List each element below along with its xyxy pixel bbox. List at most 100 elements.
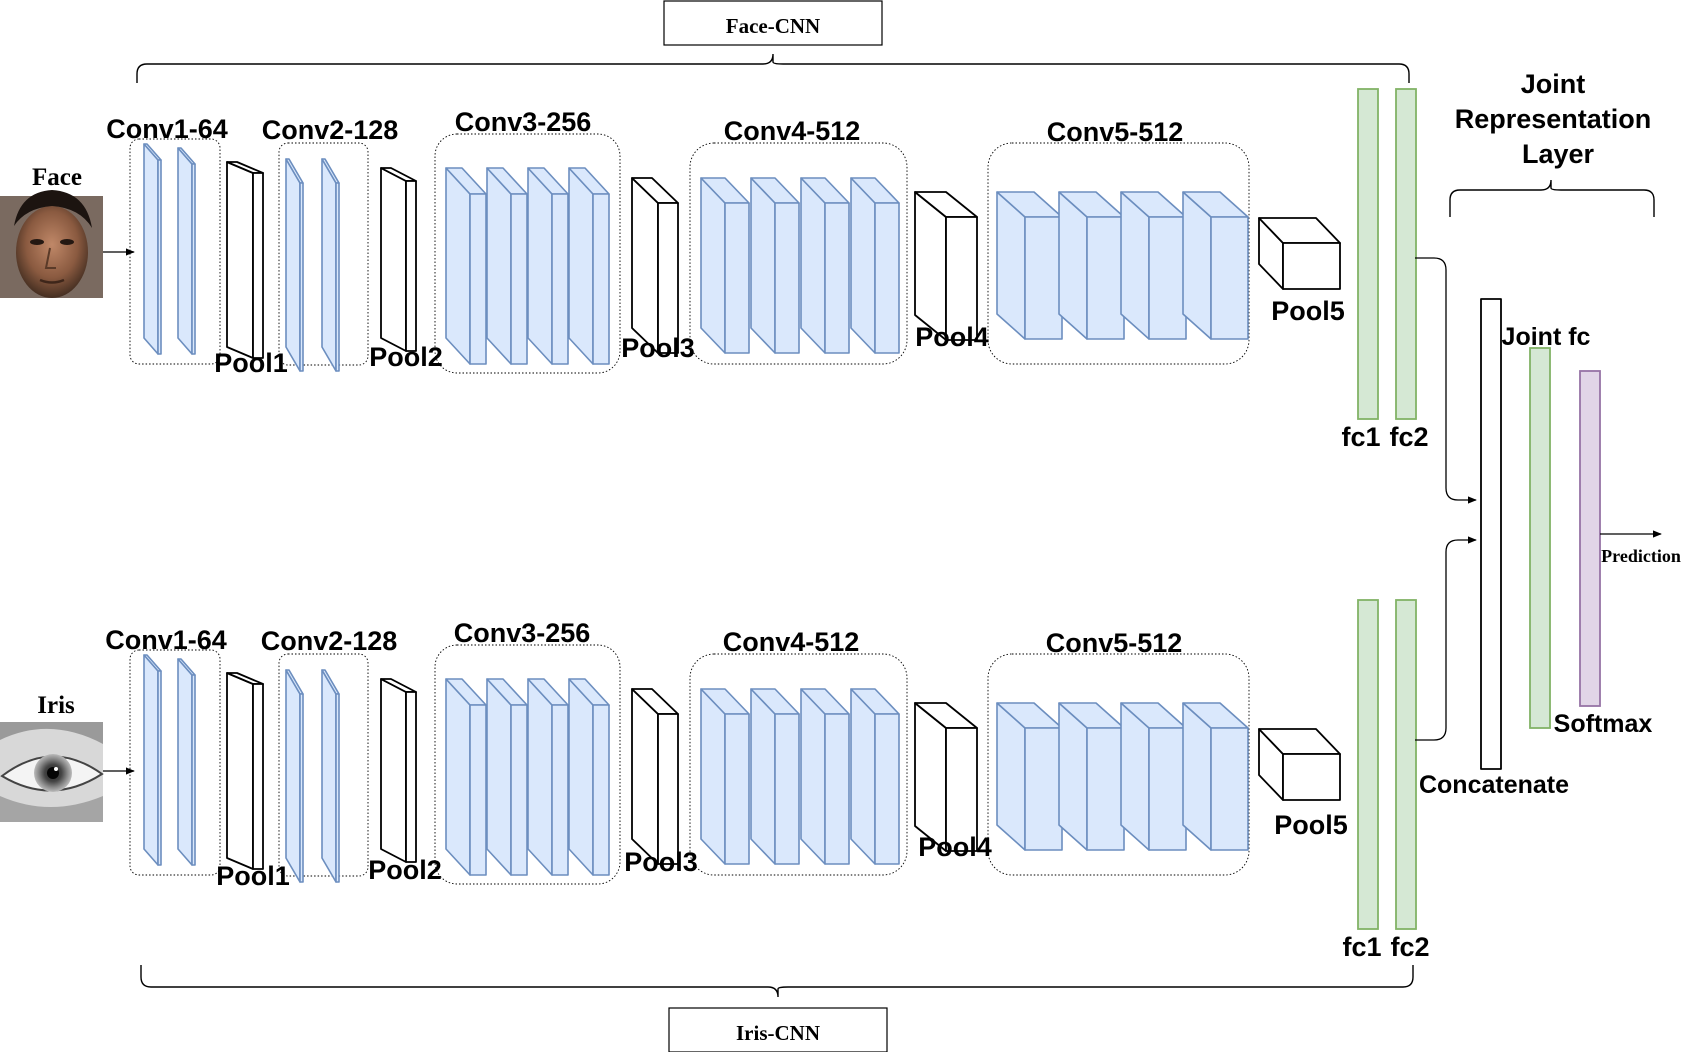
face-pool4-label: Pool4 [915, 322, 989, 352]
face-conv4-block-4 [850, 177, 900, 354]
iris-conv3-block-2 [486, 678, 528, 876]
face-conv3-block-4 [568, 167, 610, 365]
iris-cnn-label: Iris-CNN [736, 1021, 820, 1045]
face-fc2-label: fc2 [1389, 422, 1428, 452]
iris-conv2-sheet-1 [285, 669, 304, 883]
concatenate-label: Concatenate [1419, 771, 1569, 799]
iris-conv5-block-4 [1182, 702, 1249, 851]
face-conv1-sheet-1 [143, 143, 162, 355]
iris-pool2-block [380, 678, 417, 863]
face-pool5-block [1258, 217, 1341, 290]
iris-layer-blocks [143, 599, 1417, 930]
iris-pool3-label: Pool3 [624, 847, 698, 877]
iris-layer-labels: Conv1-64 Conv2-128 Conv3-256 Conv4-512 C… [105, 618, 1429, 962]
concatenate-layer [1480, 298, 1502, 770]
face-conv4-block-3 [800, 177, 850, 354]
iris-conv4-block-1 [700, 688, 750, 865]
joint-title-line2: Representation [1455, 104, 1652, 134]
iris-photo [0, 722, 104, 822]
iris-cnn-header: Iris-CNN [140, 965, 1414, 1052]
iris-conv4-block-3 [800, 688, 850, 865]
iris-conv4-block-2 [750, 688, 800, 865]
face-cnn-header: Face-CNN [136, 0, 1410, 83]
iris-conv3-block-1 [445, 678, 487, 876]
face-conv1-sheet-2 [177, 147, 196, 355]
face-conv3-label: Conv3-256 [455, 107, 592, 137]
iris-fc1-label: fc1 [1342, 932, 1381, 962]
iris-pool3-block [631, 688, 679, 865]
face-conv1-label: Conv1-64 [106, 114, 228, 144]
iris-pool4-label: Pool4 [918, 832, 992, 862]
iris-conv4-label: Conv4-512 [723, 627, 860, 657]
joint-title-line1: Joint [1521, 69, 1586, 99]
face-pool1-label: Pool1 [214, 348, 288, 378]
prediction-label: Prediction [1601, 546, 1681, 566]
joint-brace [1449, 179, 1655, 217]
iris-conv3-block-4 [568, 678, 610, 876]
face-pool5-label: Pool5 [1271, 296, 1345, 326]
iris-conv2-sheet-2 [321, 669, 340, 883]
iris-pool5-label: Pool5 [1274, 810, 1348, 840]
face-conv3-block-2 [486, 167, 528, 365]
softmax-label: Softmax [1554, 710, 1653, 738]
iris-input: Iris [0, 692, 135, 822]
face-input: Face [0, 164, 135, 298]
face-fc1-label: fc1 [1341, 422, 1380, 452]
face-conv5-block-3 [1120, 191, 1187, 340]
iris-input-label: Iris [37, 692, 75, 719]
face-group-outlines [129, 133, 1250, 374]
face-conv4-block-2 [750, 177, 800, 354]
face-conv5-label: Conv5-512 [1047, 117, 1184, 147]
face-conv3-block-3 [527, 167, 569, 365]
face-cnn-label: Face-CNN [726, 14, 820, 38]
iris-cnn-brace [140, 965, 1414, 998]
iris-pool4-block [914, 702, 978, 852]
face-layer-labels: Conv1-64 Conv2-128 Conv3-256 Conv4-512 C… [106, 107, 1428, 452]
face-conv5-block-4 [1182, 191, 1249, 340]
iris-conv3-label: Conv3-256 [454, 618, 591, 648]
face-conv3-block-1 [445, 167, 487, 365]
iris-conv5-block-2 [1058, 702, 1125, 851]
joint-representation: Joint Representation Layer Joint fc Soft… [1415, 69, 1681, 799]
iris-conv1-sheet-2 [177, 658, 196, 866]
iris-conv5-label: Conv5-512 [1046, 628, 1183, 658]
face-conv4-block-1 [700, 177, 750, 354]
iris-conv4-block-4 [850, 688, 900, 865]
softmax-layer [1579, 370, 1601, 707]
face-conv4-label: Conv4-512 [724, 116, 861, 146]
joint-fc-label: Joint fc [1502, 323, 1591, 351]
face-conv5-block-2 [1058, 191, 1125, 340]
face-photo [0, 190, 103, 298]
face-layer-blocks [143, 88, 1417, 420]
face-pool3-block [631, 177, 679, 354]
iris-fc2-label: fc2 [1390, 932, 1429, 962]
face-pool2-label: Pool2 [369, 342, 443, 372]
iris-pool5-block [1258, 728, 1341, 801]
face-fc1-layer [1357, 88, 1379, 420]
iris-to-concat-arrow [1415, 536, 1477, 741]
face-pool2-block [380, 167, 417, 352]
iris-conv5-block-3 [1120, 702, 1187, 851]
face-to-concat-arrow [1415, 257, 1477, 504]
iris-fc1-layer [1357, 599, 1379, 930]
iris-group-outlines [129, 644, 1250, 885]
iris-conv1-sheet-1 [143, 654, 162, 866]
iris-fc2-layer [1395, 599, 1417, 930]
joint-fc-layer [1529, 347, 1551, 729]
face-conv2-sheet-1 [285, 158, 304, 372]
face-pool3-label: Pool3 [621, 333, 695, 363]
iris-conv5-block-1 [996, 702, 1063, 851]
face-pool4-block [914, 191, 978, 341]
face-conv2-label: Conv2-128 [262, 115, 399, 145]
face-input-label: Face [32, 164, 82, 191]
iris-pool2-label: Pool2 [368, 855, 442, 885]
iris-pool1-label: Pool1 [216, 861, 290, 891]
iris-pool1-block [226, 672, 264, 870]
face-conv5-block-1 [996, 191, 1063, 340]
iris-conv1-label: Conv1-64 [105, 625, 227, 655]
face-cnn-brace [136, 53, 1410, 83]
face-pool1-block [226, 161, 264, 359]
face-conv2-sheet-2 [321, 158, 340, 372]
iris-conv2-label: Conv2-128 [261, 626, 398, 656]
